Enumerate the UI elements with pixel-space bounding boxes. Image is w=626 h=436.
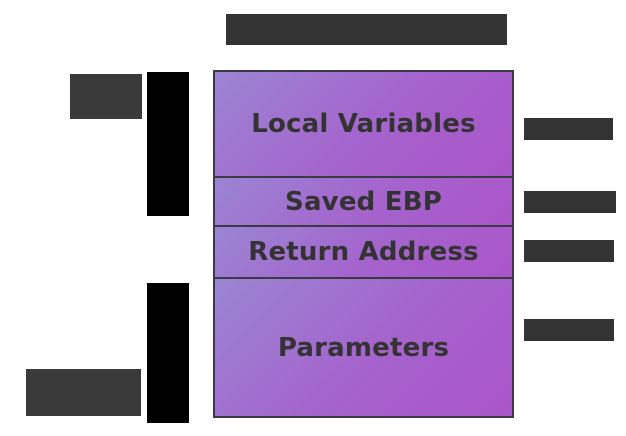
right-annotation-saved-ebp-redaction-block: [524, 191, 616, 213]
stack-frame-column: Local Variables Saved EBP Return Address…: [213, 70, 514, 418]
frame-cell-saved-ebp-label: Saved EBP: [285, 186, 442, 217]
address-direction-arrow-redaction-block: [147, 283, 189, 423]
frame-cell-return-address-label: Return Address: [248, 237, 479, 267]
frame-cell-local-variables[interactable]: Local Variables: [213, 70, 514, 178]
frame-cell-return-address[interactable]: Return Address: [213, 227, 514, 279]
frame-cell-saved-ebp[interactable]: Saved EBP: [213, 178, 514, 227]
frame-cell-parameters-label: Parameters: [277, 332, 450, 363]
right-annotation-return-address-redaction-block: [524, 240, 614, 262]
frame-cell-parameters[interactable]: Parameters: [213, 279, 514, 418]
stack-growth-arrow-redaction-block: [147, 72, 189, 216]
right-annotation-local-variables-redaction-block: [524, 118, 613, 140]
title-redaction-block: [226, 14, 507, 45]
frame-cell-local-variables-label: Local Variables: [251, 109, 476, 139]
addresses-label-redaction-block: [26, 369, 141, 416]
right-annotation-parameters-redaction-block: [524, 319, 614, 341]
stack-growth-label-redaction-block: [70, 74, 142, 119]
